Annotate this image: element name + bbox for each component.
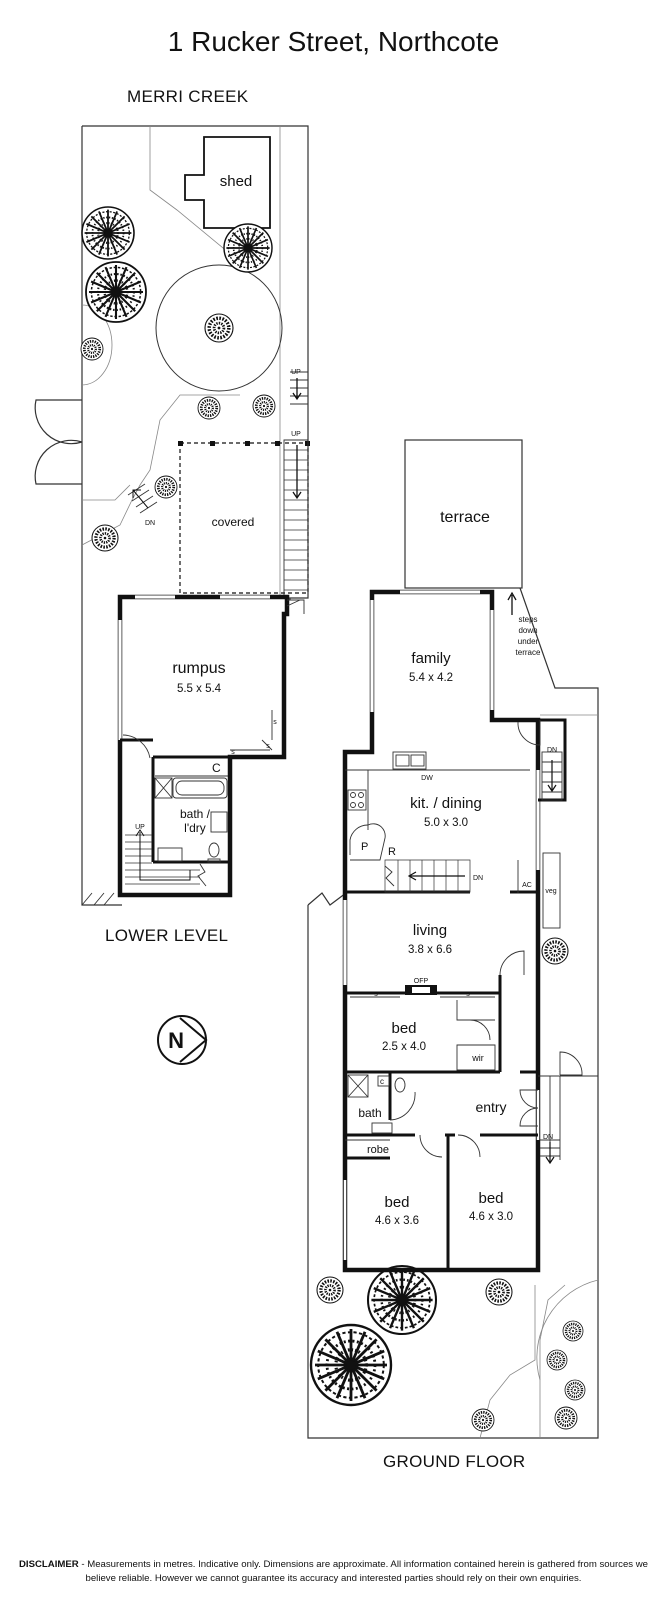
stair-up-label-1: UP [291,369,301,376]
veg-label: veg [545,888,556,895]
s-label-1: s [273,719,277,726]
plan-title: 1 Rucker Street, Northcote [167,26,500,57]
room-entry: entry [475,1099,506,1115]
stair-dn-label-kitchen: DN [473,875,483,882]
room-bed-2-dim: 4.6 x 3.6 [375,1215,419,1227]
room-family: family [411,650,451,667]
room-bed-3: bed [478,1190,503,1207]
s-label-3: s [231,749,235,756]
room-shed: shed [220,173,253,190]
room-kitchen: kit. / dining [410,795,482,812]
room-bed-1: bed [391,1020,416,1037]
disclaimer: DISCLAIMER - Measurements in metres. Ind… [10,1558,657,1586]
room-bath-ldry-2: l'dry [184,821,206,835]
stair-dn-label-lower: DN [145,520,155,527]
site-label-merri-creek: MERRI CREEK [127,87,249,106]
ground-texts: terrace steps down under terrace family … [358,509,557,1227]
pantry-label: P [361,841,368,853]
steps-note-4: terrace [516,648,541,657]
lower-texts: shed covered rumpus 5.5 x 5.4 bath / l'd… [135,173,301,835]
stair-dn-label-rear: DN [547,747,557,754]
room-bed-1-dim: 2.5 x 4.0 [382,1041,426,1053]
steps-note-3: under [518,637,539,646]
ground-building [342,589,598,1273]
fridge-label: R [388,846,396,858]
lower-building [81,594,305,906]
ac-label: AC [522,882,532,889]
steps-note-1: steps [518,615,537,624]
room-rumpus: rumpus [172,660,225,677]
room-family-dim: 5.4 x 4.2 [409,672,453,684]
lower-site [34,125,310,906]
room-covered: covered [212,515,255,529]
north-label: N [168,1028,184,1053]
room-rumpus-dim: 5.5 x 5.4 [177,683,222,695]
steps-note-2: down [518,626,537,635]
stair-dn-label-entry: DN [543,1134,553,1141]
s-label-5: s [466,991,470,998]
cupboard-small-label: c [380,1077,384,1086]
room-bath-ldry: bath / [180,807,211,821]
ofp-label: OFP [414,978,429,985]
room-living: living [413,922,447,939]
ground-floor-label: GROUND FLOOR [383,1452,526,1471]
s-label-2: s [266,743,270,750]
room-bath: bath [358,1106,381,1120]
room-living-dim: 3.8 x 6.6 [408,944,452,956]
room-robe: robe [367,1144,389,1156]
s-label-4: s [374,991,378,998]
stair-up-label-3: UP [135,824,145,831]
disclaimer-text: - Measurements in metres. Indicative onl… [78,1559,649,1584]
ground-site [308,439,599,1439]
room-kitchen-dim: 5.0 x 3.0 [424,817,468,829]
dishwasher-label: DW [421,775,433,782]
cupboard-label: C [212,761,221,775]
lower-level-label: LOWER LEVEL [105,926,229,945]
wir-label: wir [471,1053,484,1063]
room-bed-2: bed [384,1194,409,1211]
room-bed-3-dim: 4.6 x 3.0 [469,1211,513,1223]
room-terrace: terrace [440,509,490,526]
north-arrow-icon: N [157,1015,208,1065]
disclaimer-label: DISCLAIMER [18,1559,79,1570]
stair-up-label-2: UP [291,431,301,438]
